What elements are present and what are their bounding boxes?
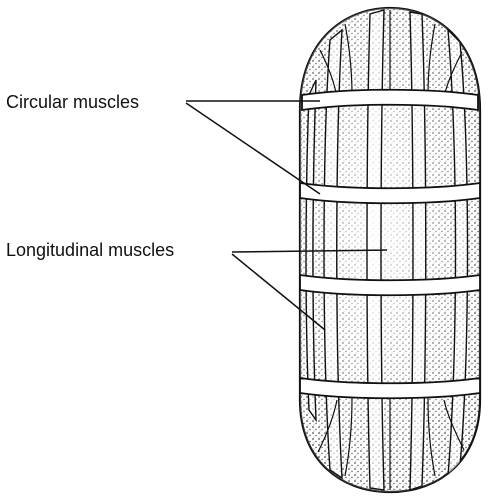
capsule-body (300, 8, 480, 492)
circular-muscles-label: Circular muscles (6, 92, 139, 112)
longitudinal-muscles-label: Longitudinal muscles (6, 240, 174, 260)
